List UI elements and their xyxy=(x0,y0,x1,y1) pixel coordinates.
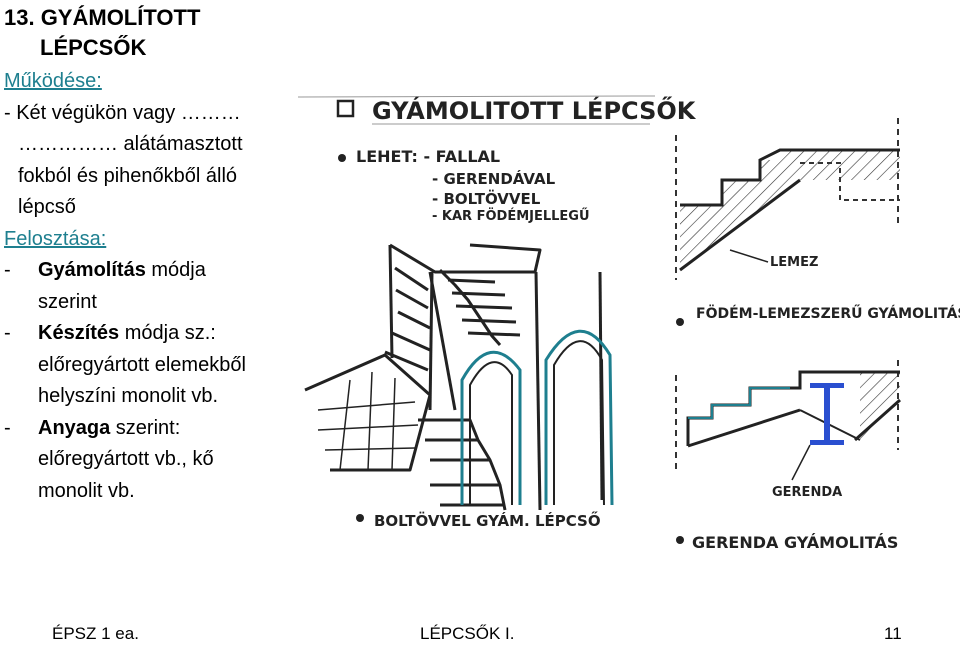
caption-bullet xyxy=(676,318,684,326)
list-item-anyaga: - Anyaga szerint: xyxy=(4,413,304,445)
footer-course: ÉPSZ 1 ea. xyxy=(52,624,139,643)
arch-left-inner xyxy=(469,361,513,505)
dash: - xyxy=(4,259,17,281)
item-bold: Anyaga xyxy=(38,416,111,439)
option-gerendaval: - GERENDÁVAL xyxy=(432,169,556,188)
list-item-keszites-line-3: helyszíni monolit vb. xyxy=(38,385,219,407)
item-rest: módja xyxy=(145,259,206,281)
gerenda-caption: GERENDA GYÁMOLITÁS xyxy=(692,533,898,552)
list-item-gyamolitas: - Gyámolítás módja xyxy=(4,255,304,287)
arch-right-teal xyxy=(544,329,614,506)
lemez-label: LEMEZ xyxy=(770,255,818,270)
mukodes-line-1: - Két végükön vagy ……… xyxy=(4,101,241,124)
dash: - xyxy=(4,322,17,344)
vault-stair-drawing xyxy=(304,243,604,511)
slide-title: 13. GYÁMOLÍTOTT LÉPCSŐK xyxy=(4,3,200,63)
plate-stair-section xyxy=(675,118,900,280)
caption-bullet xyxy=(356,514,364,522)
mukodes-line-3: fokból és pihenőkből álló xyxy=(18,164,238,187)
option-boltovvel: - BOLTÖVVEL xyxy=(432,189,541,208)
list-item-anyaga-line-2: előregyártott vb., kő xyxy=(38,448,214,470)
body-text: Működése: - Két végükön vagy ……… …………… a… xyxy=(4,66,304,507)
boltov-caption: BOLTÖVVEL GYÁM. LÉPCSŐ xyxy=(374,510,601,530)
title-line-2: LÉPCSŐK xyxy=(40,35,147,60)
gerenda-label: GERENDA xyxy=(772,485,842,500)
mukodes-heading: Működése: xyxy=(4,70,102,92)
arch-left-teal xyxy=(460,350,522,505)
item-rest: szerint: xyxy=(110,416,181,439)
list-item-keszites-line-2: előregyártott elemekből xyxy=(38,353,246,376)
beam-stair-section xyxy=(675,360,901,481)
page-number: 11 xyxy=(884,624,902,643)
arch-right-inner xyxy=(553,340,605,506)
item-rest: módja sz.: xyxy=(119,322,216,344)
sketch-heading: GYÁMOLITOTT LÉPCSŐK xyxy=(372,95,697,125)
mukodes-line-4: lépcső xyxy=(18,196,76,218)
list-item-keszites: - Készítés módja sz.: xyxy=(4,318,304,350)
item-bold: Gyámolítás xyxy=(38,259,146,281)
footer-title: LÉPCSŐK I. xyxy=(420,624,515,643)
list-bullet xyxy=(338,154,346,162)
top-rule xyxy=(297,95,656,98)
lehet-label: LEHET: - FALLAL xyxy=(356,147,500,166)
fodem-caption: FÖDÉM-LEMEZSZERŰ GYÁMOLITÁS xyxy=(696,304,960,322)
list-item-gyamolitas-line-2: szerint xyxy=(38,290,97,313)
dash: - xyxy=(4,416,17,439)
title-line-1: 13. GYÁMOLÍTOTT xyxy=(4,5,201,30)
caption-bullet xyxy=(676,536,684,544)
option-kar-fodem: - KAR FÖDÉMJELLEGŰ xyxy=(432,208,590,224)
list-item-anyaga-line-3: monolit vb. xyxy=(38,479,135,502)
item-bold: Készítés xyxy=(38,322,120,344)
heading-box-bullet xyxy=(336,99,355,118)
mukodes-line-2: …………… alátámasztott xyxy=(18,133,243,155)
felosztas-heading: Felosztása: xyxy=(4,227,107,250)
